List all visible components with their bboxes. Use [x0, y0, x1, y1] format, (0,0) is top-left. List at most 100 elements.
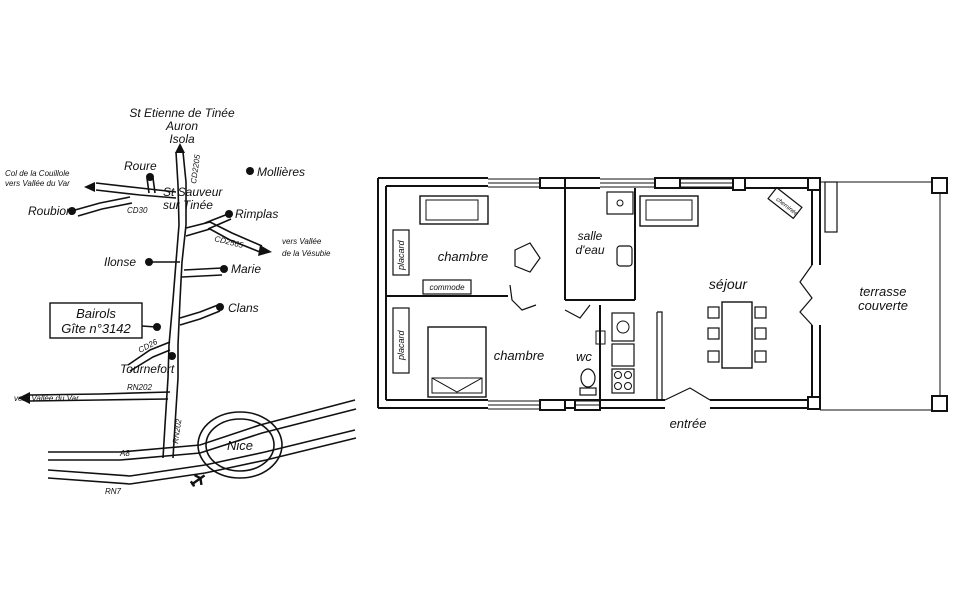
var-arrow-head [18, 392, 30, 404]
burner-2 [624, 371, 632, 379]
placard-2 [392, 307, 410, 374]
clans-road-edge [179, 310, 221, 326]
kitchen-sink [611, 312, 635, 342]
terrace-outline [820, 181, 941, 411]
door-wc [564, 304, 591, 319]
label-chambre-2: chambre [494, 348, 545, 363]
couillole-arrow-head [84, 182, 95, 192]
label-salle-eau-1: salle [578, 229, 603, 243]
outer-wall-right [811, 178, 821, 408]
sejour-counter [656, 311, 663, 400]
terrace-post-left-top [824, 181, 838, 233]
gite-number: Gîte n°3142 [61, 321, 131, 336]
label-cd30: CD30 [127, 206, 148, 215]
label-roure: Roure [124, 159, 157, 173]
wc-washbasin [595, 330, 606, 345]
bed-chambre-2-sheet [431, 377, 483, 393]
label-a8: A8 [119, 449, 130, 458]
burner-4 [624, 382, 632, 390]
rimplas-road [204, 213, 229, 224]
location-name: Bairols [76, 306, 116, 321]
couillole-road-edge [95, 182, 177, 193]
outer-wall-left [377, 178, 387, 408]
wall-block-2 [654, 177, 681, 189]
chair-2 [707, 327, 720, 340]
floor-plan: placard commode placard cheminée [377, 177, 948, 431]
roure-dot [146, 173, 154, 181]
label-rn202-h: RN202 [127, 383, 152, 392]
a8-road-edge [48, 408, 357, 461]
wall-block-5 [807, 177, 821, 191]
label-chambre-1: chambre [438, 249, 489, 264]
a8-road [48, 399, 356, 453]
fireplace [767, 186, 803, 220]
chair-4 [754, 306, 767, 319]
label-commode: commode [429, 283, 465, 292]
label-auron: Auron [165, 119, 198, 133]
road-map: Bairols Gîte n°3142 St Etienne de Tinée … [5, 106, 357, 496]
label-salle-eau-2: d'eau [576, 243, 605, 257]
washbasin [616, 245, 633, 267]
label-vesubie-2: de la Vésubie [282, 249, 331, 258]
location-box [49, 302, 143, 339]
dining-table [721, 301, 753, 369]
label-rimplas: Rimplas [235, 207, 278, 221]
label-couillole-1: Col de la Couillole [5, 169, 70, 178]
terrace-post-right-bottom [931, 395, 948, 412]
label-wc: wc [576, 349, 592, 364]
kitchen-cooktop [611, 368, 635, 394]
label-rn7: RN7 [105, 487, 122, 496]
door-chambre-2 [509, 284, 537, 311]
cd26-road-edge [129, 349, 171, 372]
bed-chambre-1 [419, 195, 489, 225]
wall-block-4 [732, 177, 746, 191]
label-placard-1: placard [396, 239, 406, 271]
wall-block-3 [539, 399, 566, 411]
location-box-pointer [141, 325, 157, 328]
bed-chambre-2 [427, 326, 487, 398]
label-ilonse: Ilonse [104, 255, 136, 269]
label-var: vers Vallée du Var [14, 394, 79, 403]
wall-block-1 [539, 177, 566, 189]
label-tournefort: Tournefort [120, 362, 175, 376]
clans-dot [216, 303, 224, 311]
roubion-road-edge [77, 202, 133, 217]
window-top-3 [680, 178, 733, 188]
label-rn202-v: RN202 [171, 418, 183, 444]
burner-1 [614, 371, 622, 379]
door-terrasse [799, 264, 813, 326]
chair-3 [707, 350, 720, 363]
label-terrasse-2: couverte [858, 298, 908, 313]
roure-road [146, 177, 150, 194]
commode [422, 279, 472, 295]
main-valley-road [172, 151, 187, 459]
rn7-road-edge [47, 437, 357, 485]
rimplas-road-edge [207, 218, 232, 230]
window-top-2 [600, 178, 655, 188]
window-bottom-2 [575, 400, 600, 406]
label-entree: entrée [670, 416, 707, 431]
vesubie-road-edge [185, 228, 261, 253]
label-roubion: Roubion [28, 204, 73, 218]
sofa [639, 195, 699, 227]
window-bottom-1 [488, 400, 540, 410]
kitchen-fridge [611, 343, 635, 367]
north-arrow-head [175, 143, 185, 153]
shower-drain [616, 199, 624, 207]
label-st-etienne: St Etienne de Tinée [129, 106, 235, 120]
terrace-post-right-top [931, 177, 948, 194]
burner-3 [614, 382, 622, 390]
rn202-west-road-edge [29, 398, 169, 402]
vesubie-arrow-head [258, 245, 272, 256]
chair-1 [707, 306, 720, 319]
nice-ring [205, 418, 275, 472]
label-vesubie-1: vers Vallée [282, 237, 322, 246]
label-clans: Clans [228, 301, 259, 315]
label-terrasse-1: terrasse [860, 284, 907, 299]
clans-road [179, 304, 219, 319]
label-sejour: séjour [709, 276, 748, 292]
toilet-tank [579, 387, 597, 396]
rimplas-dot [225, 210, 233, 218]
roubion-dot [68, 207, 76, 215]
